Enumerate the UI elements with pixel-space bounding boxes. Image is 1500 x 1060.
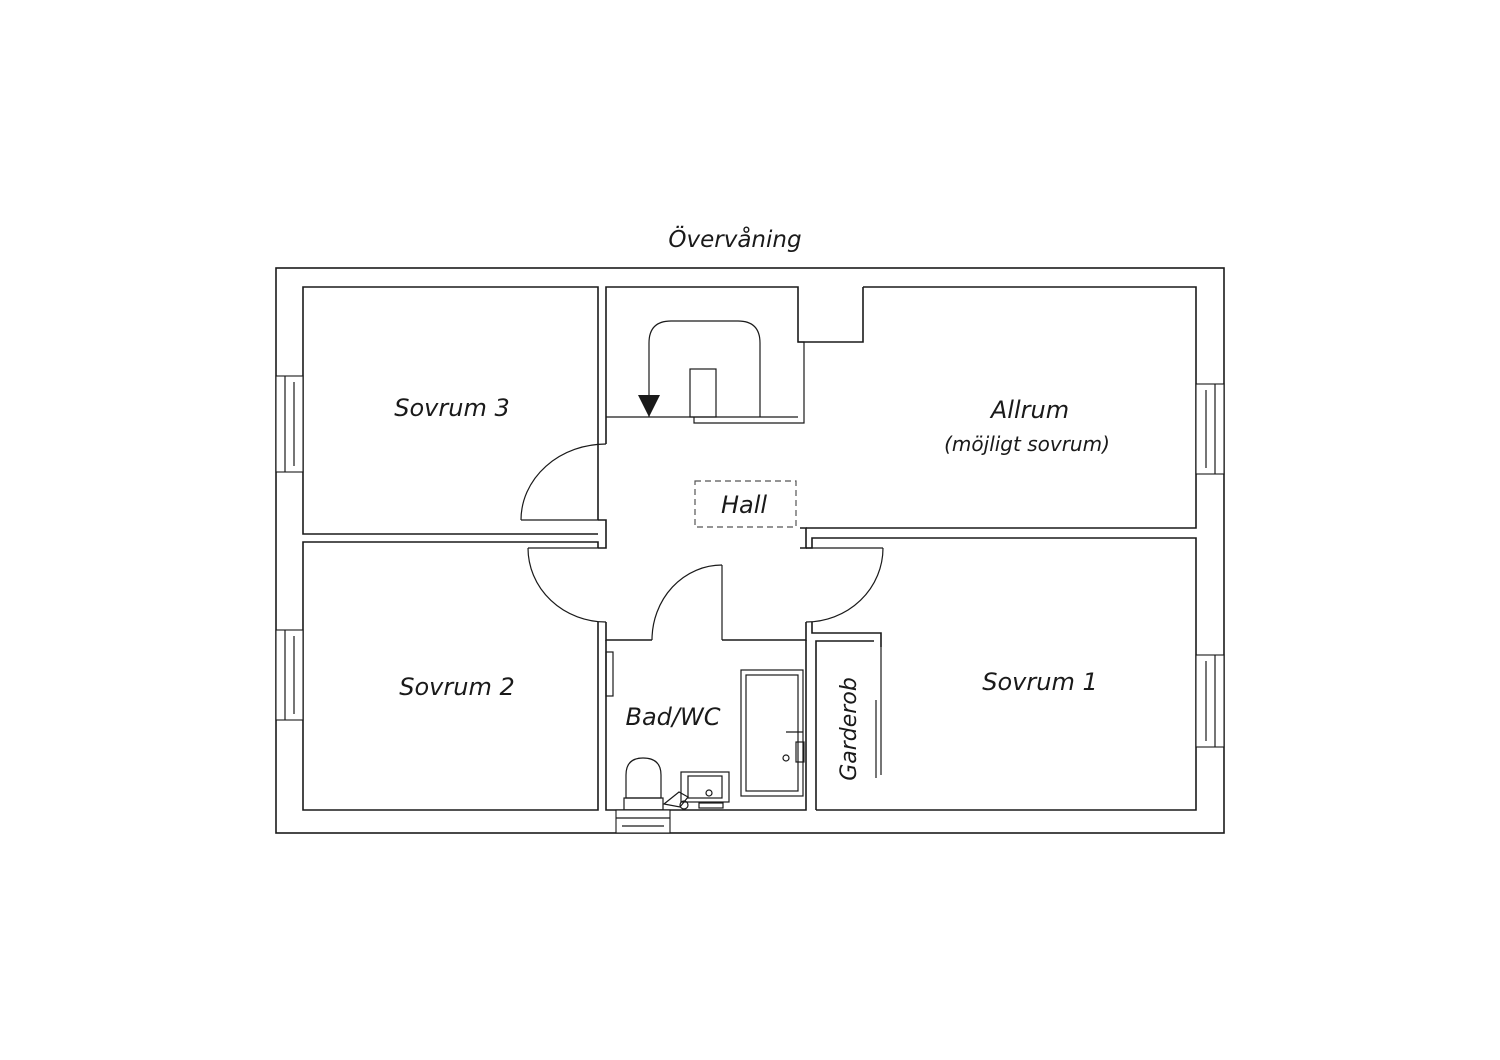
floor-title: Övervåning <box>668 225 801 253</box>
label-sovrum-3: Sovrum 3 <box>394 394 509 422</box>
label-allrum: Allrum <box>989 396 1069 424</box>
room-bad <box>605 640 807 811</box>
wardrobe <box>811 622 882 810</box>
stair-arrow-icon <box>638 395 660 417</box>
label-sovrum-1: Sovrum 1 <box>982 668 1097 696</box>
hall-marker <box>694 480 797 528</box>
windows <box>275 375 1225 834</box>
doors <box>520 443 884 641</box>
room-sovrum-3 <box>302 286 599 535</box>
hall-walls <box>598 417 807 641</box>
label-sovrum-2: Sovrum 2 <box>399 673 514 701</box>
label-hall: Hall <box>721 491 767 519</box>
label-bad: Bad/WC <box>626 703 721 731</box>
label-garderob: Garderob <box>837 677 862 781</box>
stair-room <box>605 286 864 424</box>
outer-walls <box>275 267 1225 834</box>
label-allrum-sub: (möjligt sovrum) <box>944 432 1110 456</box>
